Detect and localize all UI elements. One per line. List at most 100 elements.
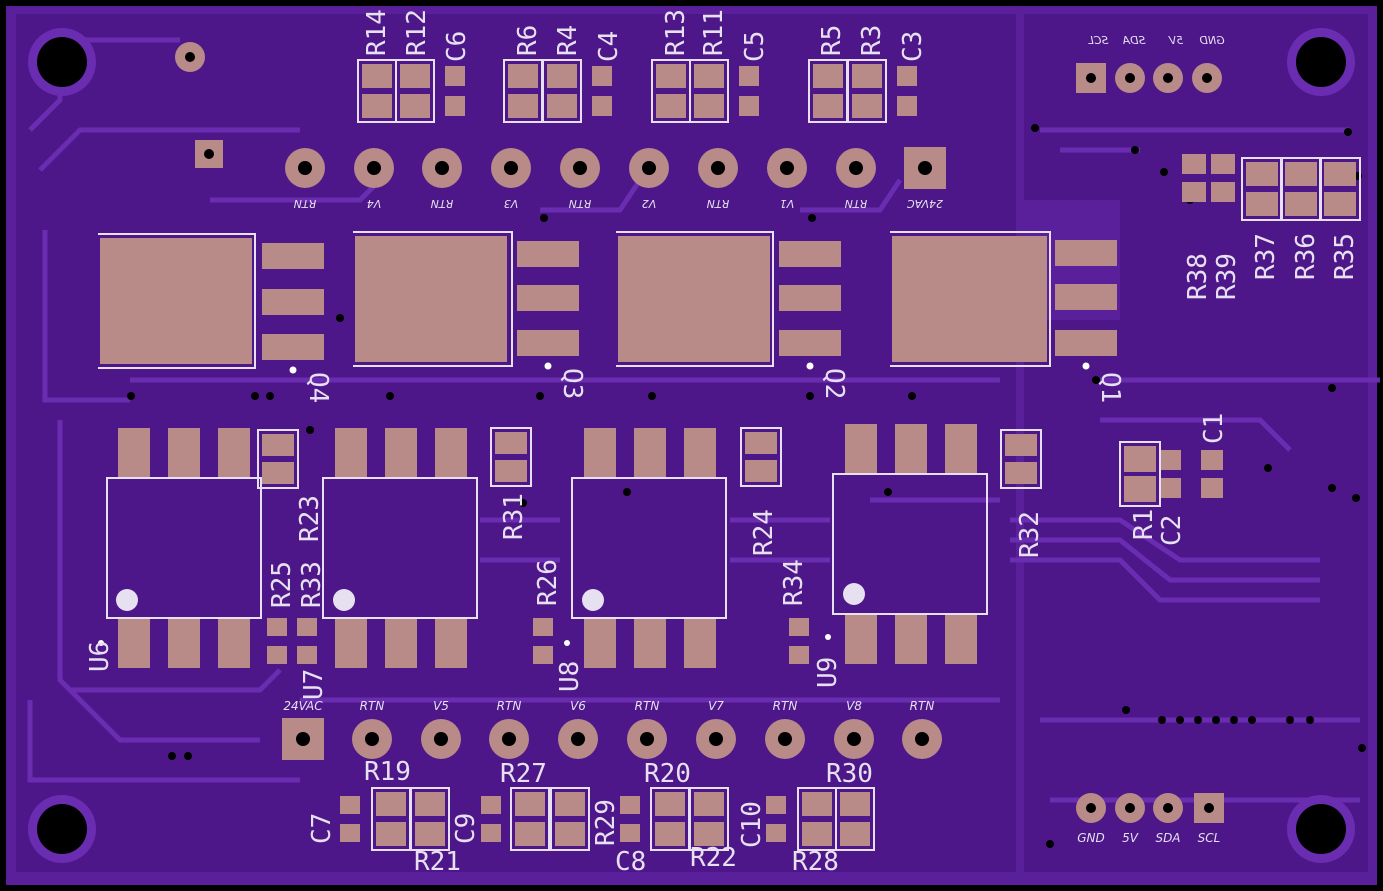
i2c-bottom-labels: GND 5V SDA SCL xyxy=(1077,831,1220,845)
bottom-header-labels: 24VAC RTN V5 RTN V6 RTN V7 RTN V8 RTN xyxy=(283,699,934,713)
refdes-r6: R6 xyxy=(513,25,543,56)
top-label-7: V1 xyxy=(780,197,795,210)
u7-footprint xyxy=(322,428,478,668)
refdes-r4: R4 xyxy=(553,25,583,56)
bottom-label-5: RTN xyxy=(635,699,660,713)
refdes-c8: C8 xyxy=(615,847,646,877)
refdes-r27: R27 xyxy=(500,759,547,789)
refdes-c4: C4 xyxy=(594,31,624,62)
refdes-r24: R24 xyxy=(749,509,779,556)
i2c-top-label-1: SDA xyxy=(1123,34,1146,47)
bottom-label-6: V7 xyxy=(708,699,724,713)
refdes-c5: C5 xyxy=(740,31,770,62)
refdes-u7: U7 xyxy=(299,669,329,700)
top-label-1: V4 xyxy=(367,197,382,210)
i2c-bottom-label-1: 5V xyxy=(1122,831,1139,845)
mosfet-footprints xyxy=(98,231,1117,374)
top-label-9: 24VAC xyxy=(907,197,943,210)
bottom-label-7: RTN xyxy=(773,699,798,713)
copper-pour-right xyxy=(1024,14,1368,872)
top-resistor-silk xyxy=(357,59,1361,507)
bottom-resistor-pads xyxy=(340,787,875,851)
top-label-8: RTN xyxy=(845,197,868,210)
bottom-label-9: RTN xyxy=(910,699,935,713)
refdes-u9: U9 xyxy=(813,657,843,688)
i2c-top-label-3: GND xyxy=(1199,34,1224,47)
refdes-r35: R35 xyxy=(1330,233,1360,280)
refdes-r39: R39 xyxy=(1212,253,1242,300)
refdes-u6: U6 xyxy=(85,641,115,672)
i2c-top-header xyxy=(1076,63,1222,93)
i2c-bottom-label-3: SCL xyxy=(1198,831,1221,845)
refdes-r1: R1 xyxy=(1129,509,1159,540)
mounting-holes xyxy=(28,28,1355,863)
refdes-r20: R20 xyxy=(644,759,691,789)
refdes-r13: R13 xyxy=(661,9,691,56)
top-label-3: V3 xyxy=(504,197,519,210)
i2c-bottom-label-0: GND xyxy=(1077,831,1105,845)
top-resistor-pads xyxy=(362,64,1356,502)
refdes-r12: R12 xyxy=(402,9,432,56)
refdes-r19: R19 xyxy=(364,757,411,787)
bottom-header xyxy=(282,718,942,760)
refdes-q3: Q3 xyxy=(557,368,587,399)
top-header xyxy=(285,147,946,189)
bottom-label-0: 24VAC xyxy=(283,699,323,713)
refdes-r21: R21 xyxy=(414,847,461,877)
refdes-r36: R36 xyxy=(1291,233,1321,280)
refdes-c10: C10 xyxy=(737,801,767,848)
refdes-r38: R38 xyxy=(1183,253,1213,300)
refdes-c1: C1 xyxy=(1199,413,1229,444)
refdes-u8: U8 xyxy=(555,661,585,692)
refdes-q: Q4 Q3 Q2 Q1 xyxy=(303,368,1125,403)
ic-footprints xyxy=(98,424,988,668)
refdes-r23: R23 xyxy=(295,495,325,542)
i2c-top-label-2: 5V xyxy=(1167,34,1183,47)
top-label-4: RTN xyxy=(569,197,592,210)
refdes-r25: R25 xyxy=(267,561,297,608)
refdes-q2: Q2 xyxy=(819,368,849,399)
top-header-labels: RTN V4 RTN V3 RTN V2 RTN V1 RTN 24VAC xyxy=(294,197,943,210)
vias xyxy=(127,124,1366,848)
u6-footprint xyxy=(98,428,262,668)
refdes-r22: R22 xyxy=(690,843,737,873)
u9-footprint xyxy=(825,424,988,664)
refdes-r32: R32 xyxy=(1015,511,1045,558)
misc-pads xyxy=(175,42,223,168)
refdes-q4: Q4 xyxy=(303,372,333,403)
i2c-bottom-label-2: SDA xyxy=(1155,831,1180,845)
refdes-r31: R31 xyxy=(499,493,529,540)
u8-footprint xyxy=(564,428,727,668)
refdes-c9: C9 xyxy=(451,813,481,844)
bottom-label-4: V6 xyxy=(570,699,586,713)
refdes-r14: R14 xyxy=(362,9,392,56)
bottom-label-3: RTN xyxy=(497,699,522,713)
refdes-c2: C2 xyxy=(1157,515,1187,546)
refdes-r34: R34 xyxy=(779,559,809,606)
i2c-top-label-0: SCL xyxy=(1088,34,1109,47)
i2c-top-labels: SCL SDA 5V GND xyxy=(1088,34,1225,47)
refdes-r26: R26 xyxy=(533,559,563,606)
refdes-r37: R37 xyxy=(1251,233,1281,280)
refdes-horizontal: R19 R27 R20 R30 R21 C8 R22 R28 xyxy=(364,757,873,877)
refdes-r11: R11 xyxy=(699,9,729,56)
refdes-c3: C3 xyxy=(898,31,928,62)
bottom-label-1: RTN xyxy=(360,699,385,713)
bottom-label-2: V5 xyxy=(433,699,449,713)
top-label-5: V2 xyxy=(642,197,657,210)
refdes-c6: C6 xyxy=(442,31,472,62)
refdes-r30: R30 xyxy=(826,759,873,789)
refdes-c7: C7 xyxy=(307,813,337,844)
top-label-6: RTN xyxy=(707,197,730,210)
i2c-bottom-header xyxy=(1076,793,1224,823)
top-label-2: RTN xyxy=(431,197,454,210)
ic-resistor-pads xyxy=(257,427,1042,664)
refdes-r5: R5 xyxy=(817,25,847,56)
bottom-label-8: V8 xyxy=(846,699,862,713)
refdes-r33: R33 xyxy=(297,561,327,608)
refdes-q1: Q1 xyxy=(1095,372,1125,403)
refdes-r28: R28 xyxy=(792,847,839,877)
refdes-rotated: R14 R12 C6 R6 R4 C4 R13 R11 C5 R5 R3 C3 … xyxy=(85,9,1360,848)
